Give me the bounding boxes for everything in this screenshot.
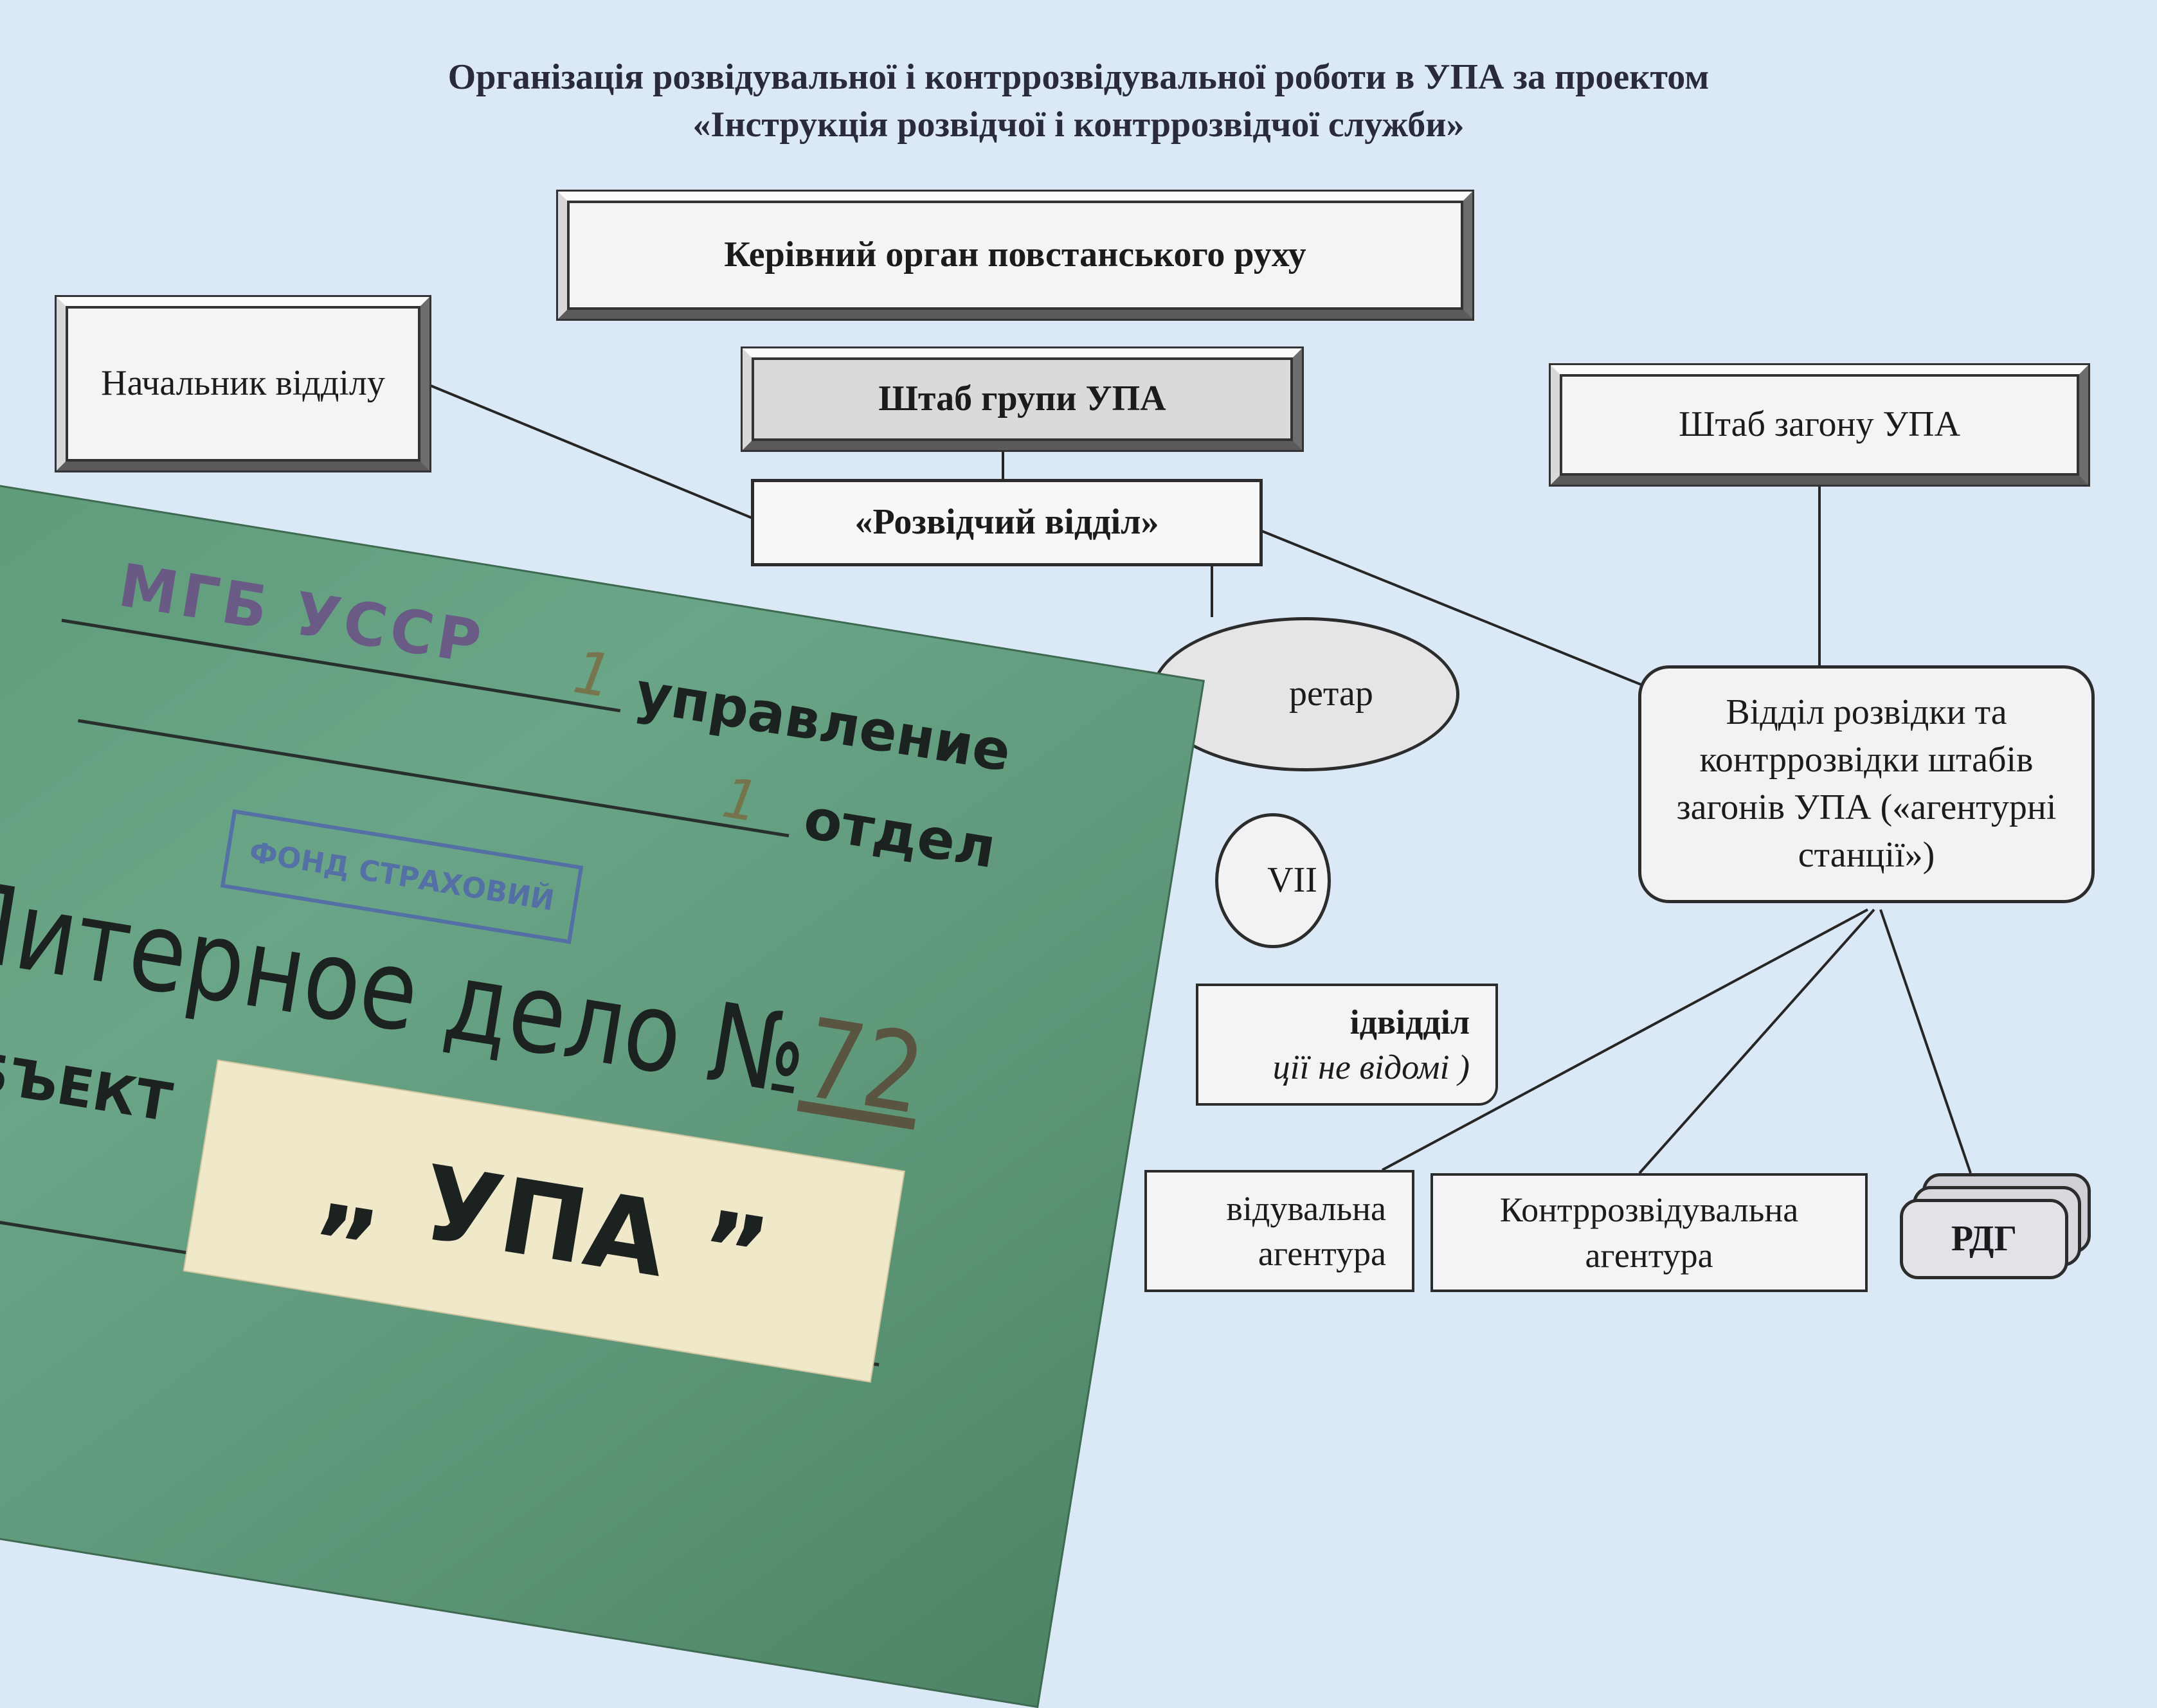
node-recon-agents: відувальна агентура: [1144, 1170, 1414, 1292]
line-intel-to-station: [1259, 529, 1650, 689]
node-roman-label: VII: [1267, 860, 1317, 901]
folder-object-label: ОБЪЕКТ: [0, 1033, 176, 1134]
line-head-to-intel: [430, 384, 759, 522]
node-leadership: Керівний орган повстанського руху: [558, 192, 1472, 319]
node-subdepartment: ідвідділ ції не відомі ): [1196, 984, 1498, 1106]
node-department-head: Начальник відділу: [57, 297, 429, 471]
node-intel-counterintel: Відділ розвідки та контррозвідки штабів …: [1638, 665, 2095, 903]
diagram-title-line2: «Інструкція розвідчої і контррозвідчої с…: [692, 105, 1465, 145]
folder-object-name: „ УПА ”: [311, 1125, 777, 1317]
node-recon-agents-line1: відувальна: [1226, 1189, 1386, 1228]
node-rdg: РДГ: [1900, 1199, 2068, 1279]
folder-dept-number-1: 1: [568, 637, 617, 712]
node-intel-department: «Розвідчий відділ»: [751, 479, 1263, 566]
folder-underline-2: [77, 719, 790, 838]
folder-department: отдел: [799, 786, 1000, 881]
diagram-title-line1: Організація розвідувальної і контррозвід…: [447, 57, 1710, 97]
line-station-to-recon: [1382, 908, 1868, 1171]
node-group-hq: Штаб групи УПА: [743, 348, 1302, 450]
line-station-to-counter: [1638, 908, 1875, 1174]
node-detachment-hq: Штаб загону УПА: [1551, 365, 2088, 485]
line-station-to-rdg: [1879, 909, 1972, 1174]
node-counter-agents: Контррозвідувальна агентура: [1430, 1173, 1868, 1292]
node-roman-section: VII: [1215, 813, 1331, 948]
node-secretary-label: ретар: [1289, 674, 1373, 714]
folder-dept-number-2: 1: [718, 766, 764, 835]
node-subdept-label: ідвідділ: [1349, 1002, 1470, 1041]
folder-directorate: управление: [631, 660, 1015, 785]
node-recon-agents-line2: агентура: [1258, 1234, 1386, 1273]
folder-file-number: 72: [795, 994, 933, 1140]
node-subdept-note: ції не відомі ): [1272, 1048, 1470, 1086]
connector-lines: [430, 384, 1972, 1174]
archive-folder-photo: МГБ УССР 1 управление 1 отдел ФОНД СТРАХ…: [0, 472, 1205, 1708]
